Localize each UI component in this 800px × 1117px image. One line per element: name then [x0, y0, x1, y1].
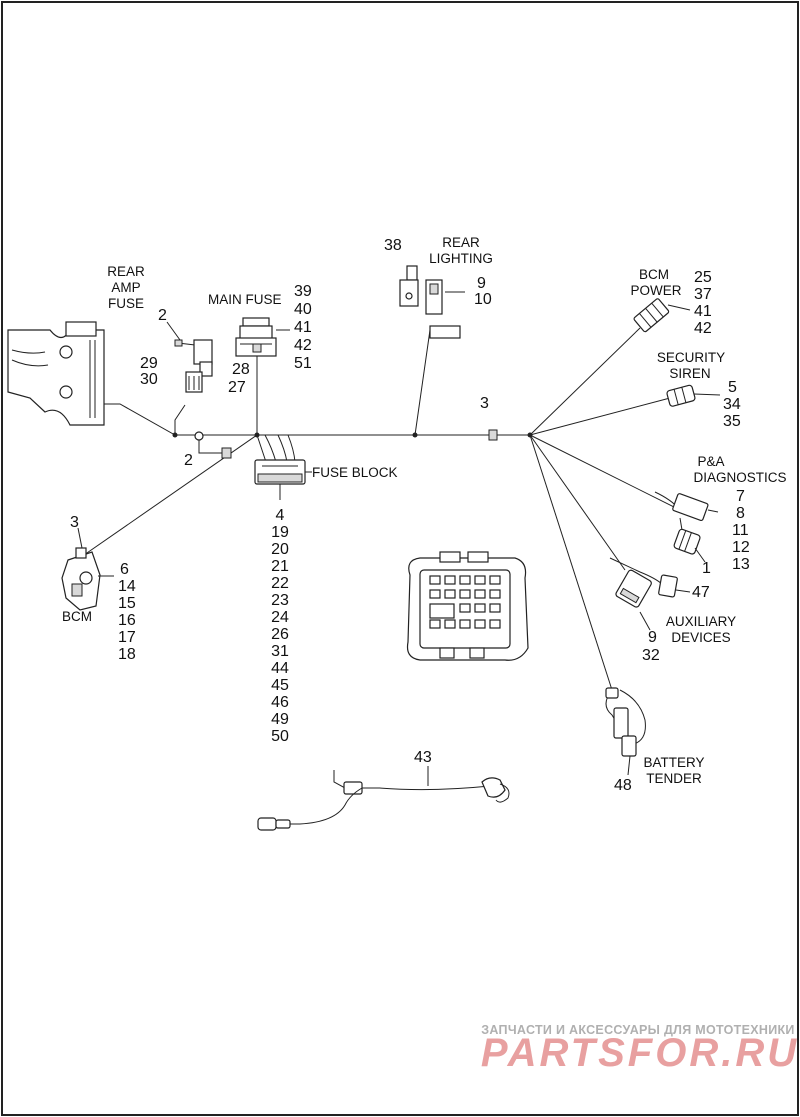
- num-extension-harness: 43: [414, 749, 432, 766]
- num-auxiliary-lower-2: 32: [642, 647, 660, 664]
- num-bcm-top: 3: [70, 514, 79, 531]
- watermark-brand: PARTSFOR.RU: [481, 1031, 799, 1075]
- num-rear-amp-fuse-right-2: 27: [228, 379, 246, 396]
- label-security-siren-line2: SIREN: [669, 366, 710, 381]
- num-fuse-block-12: 46: [271, 694, 289, 711]
- num-rear-lighting-right-2: 10: [474, 291, 492, 308]
- main-fuse-holder: [235, 317, 290, 357]
- label-battery-tender-line2: TENDER: [646, 771, 702, 786]
- label-battery-tender-line1: BATTERY: [643, 755, 704, 770]
- label-rear-lighting-line2: LIGHTING: [429, 251, 493, 266]
- num-battery-tender: 48: [614, 777, 632, 794]
- label-pa-diagnostics-line1: P&A: [697, 454, 724, 469]
- num-bcm-power-2: 37: [694, 286, 712, 303]
- rear-lighting-connectors: [399, 265, 465, 339]
- label-bcm: BCM: [62, 609, 92, 624]
- num-pa-diagnostics-4: 12: [732, 539, 750, 556]
- num-bcm-5: 17: [118, 629, 136, 646]
- num-bcm-3: 15: [118, 595, 136, 612]
- num-fuse-block-5: 22: [271, 575, 289, 592]
- num-bcm-1: 6: [120, 561, 129, 578]
- rear-amp-fuse-connector: [166, 321, 213, 393]
- label-auxiliary-devices-line1: AUXILIARY: [666, 614, 736, 629]
- label-rear-amp-fuse-line1: REAR: [107, 264, 145, 279]
- num-pa-diagnostics-3: 11: [732, 522, 749, 539]
- num-security-siren-3: 35: [723, 413, 741, 430]
- bcm-module: [61, 527, 114, 611]
- rear-frame-bracket: [7, 321, 105, 426]
- num-pa-diagnostics-1: 7: [736, 488, 745, 505]
- num-auxiliary-lower-1: 9: [648, 629, 657, 646]
- num-auxiliary-right: 47: [692, 584, 710, 601]
- num-bcm-2: 14: [118, 578, 136, 595]
- label-rear-amp-fuse-line2: AMP: [111, 280, 140, 295]
- num-fuse-block-10: 44: [271, 660, 289, 677]
- ground-clip: [194, 431, 232, 459]
- pa-diagnostics-connector: [654, 491, 719, 563]
- num-ground-clip: 2: [184, 452, 193, 469]
- num-security-siren-2: 34: [723, 396, 741, 413]
- num-rear-lighting-right-1: 9: [477, 275, 486, 292]
- num-bcm-6: 18: [118, 646, 136, 663]
- label-security-siren-line1: SECURITY: [657, 350, 725, 365]
- num-trunk-clip: 3: [480, 395, 489, 412]
- auxiliary-devices-connector: [609, 557, 691, 631]
- label-rear-lighting-line1: REAR: [442, 235, 480, 250]
- num-rear-amp-fuse-left-2: 30: [140, 371, 158, 388]
- num-main-fuse-5: 51: [294, 355, 312, 372]
- num-fuse-block-11: 45: [271, 677, 289, 694]
- num-bcm-4: 16: [118, 612, 136, 629]
- num-main-fuse-1: 39: [294, 283, 312, 300]
- main-harness-trunk: [83, 327, 681, 691]
- label-pa-diagnostics-line2: DIAGNOSTICS: [693, 470, 786, 485]
- num-fuse-block-14: 50: [271, 728, 289, 745]
- num-rear-amp-fuse-right-1: 28: [232, 361, 250, 378]
- label-rear-amp-fuse-line3: FUSE: [108, 296, 144, 311]
- num-bcm-power-3: 41: [694, 303, 712, 320]
- num-pa-lower: 1: [702, 560, 711, 577]
- trunk-clip: [488, 429, 498, 441]
- num-main-fuse-4: 42: [294, 337, 312, 354]
- num-fuse-block-3: 20: [271, 541, 289, 558]
- fuse-block-detail-view: [406, 551, 529, 661]
- num-fuse-block-8: 26: [271, 626, 289, 643]
- fuse-slots: [429, 575, 501, 629]
- label-bcm-power-line2: POWER: [630, 283, 681, 298]
- num-fuse-block-2: 19: [271, 524, 289, 541]
- num-rear-amp-fuse-left-1: 29: [140, 355, 158, 372]
- num-fuse-block-7: 24: [271, 609, 289, 626]
- num-security-siren-1: 5: [728, 379, 737, 396]
- num-pa-diagnostics-2: 8: [736, 505, 745, 522]
- num-fuse-block-6: 23: [271, 592, 289, 609]
- watermark-tagline: ЗАПЧАСТИ И АКСЕССУАРЫ ДЛЯ МОТОТЕХНИКИ: [481, 1023, 794, 1037]
- num-fuse-block-4: 21: [271, 558, 289, 575]
- num-fuse-block-1: 4: [276, 507, 285, 524]
- num-rear-amp-fuse-top: 2: [158, 307, 167, 324]
- security-siren-connector: [666, 384, 721, 407]
- num-fuse-block-13: 49: [271, 711, 289, 728]
- bcm-power-connector: [633, 298, 691, 333]
- battery-tender-connector: [605, 687, 646, 776]
- num-bcm-power-1: 25: [694, 269, 712, 286]
- label-auxiliary-devices-line2: DEVICES: [671, 630, 730, 645]
- num-main-fuse-3: 41: [294, 319, 312, 336]
- label-fuse-block: FUSE BLOCK: [312, 465, 398, 480]
- label-main-fuse: MAIN FUSE: [208, 292, 282, 307]
- label-bcm-power-line1: BCM: [639, 267, 669, 282]
- num-main-fuse-2: 40: [294, 301, 312, 318]
- num-bcm-power-4: 42: [694, 320, 712, 337]
- extension-harness: [257, 766, 510, 831]
- num-fuse-block-9: 31: [271, 643, 289, 660]
- num-pa-diagnostics-5: 13: [732, 556, 750, 573]
- fuse-block: [254, 459, 312, 500]
- num-rear-lighting-left: 38: [384, 237, 402, 254]
